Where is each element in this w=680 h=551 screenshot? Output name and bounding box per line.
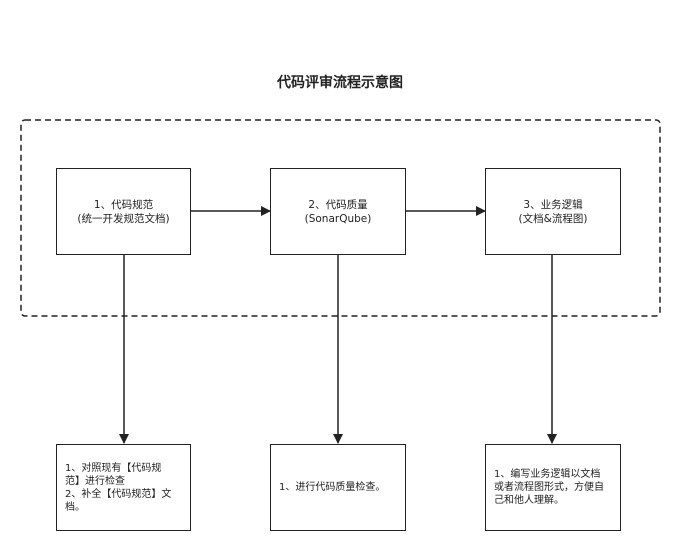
- note-line: 1、进行代码质量检查。: [279, 482, 386, 493]
- diagram-title: 代码评审流程示意图: [277, 75, 403, 91]
- note-box-code-quality: 1、进行代码质量检查。: [270, 444, 406, 531]
- stage-title: 2、代码质量: [308, 198, 368, 211]
- stage-subtitle: (SonarQube): [304, 212, 372, 225]
- stage-box-code-standards: 1、代码规范 (统一开发规范文档): [56, 168, 191, 255]
- note-line: 2、补全【代码规范】文: [65, 488, 172, 500]
- note-box-business-logic: 1、编写业务逻辑以文档 或者流程图形式，方便自 己和他人理解。: [485, 444, 621, 531]
- stage-subtitle: (统一开发规范文档): [77, 212, 170, 225]
- stage-box-code-quality: 2、代码质量 (SonarQube): [270, 168, 406, 255]
- note-line: 范】进行检查: [65, 475, 125, 487]
- note-line: 己和他人理解。: [494, 495, 564, 506]
- stage-box-business-logic: 3、业务逻辑 (文档&流程图): [485, 168, 621, 255]
- stage-subtitle: (文档&流程图): [518, 212, 588, 225]
- note-line: 档。: [65, 501, 85, 513]
- note-line: 或者流程图形式，方便自: [494, 482, 604, 493]
- note-line: 1、对照现有【代码规: [65, 462, 162, 474]
- note-box-code-standards: 1、对照现有【代码规 范】进行检查 2、补全【代码规范】文 档。: [56, 444, 191, 531]
- stage-title: 1、代码规范: [93, 198, 154, 211]
- dashed-group-frame: [20, 119, 661, 317]
- note-line: 1、编写业务逻辑以文档: [494, 469, 601, 480]
- stage-title: 3、业务逻辑: [523, 198, 583, 211]
